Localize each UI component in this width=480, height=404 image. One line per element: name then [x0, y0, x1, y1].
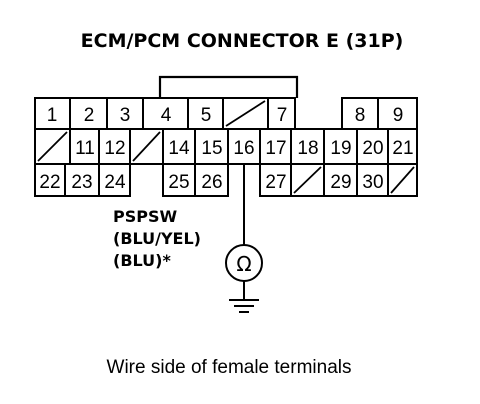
pin-1: 1 [47, 105, 58, 126]
unused-cavity-10 [37, 131, 68, 162]
pin-5: 5 [201, 105, 212, 126]
pin-21: 21 [392, 138, 413, 159]
unused-cavity-6 [225, 100, 266, 127]
diagram-caption: Wire side of female terminals [107, 357, 352, 378]
unused-cavity-31 [390, 166, 415, 194]
diagram-title: ECM/PCM CONNECTOR E (31P) [81, 30, 404, 52]
pin-2: 2 [84, 105, 95, 126]
pin-24: 24 [104, 172, 126, 193]
pin-25: 25 [168, 172, 189, 193]
pin-27: 27 [265, 172, 286, 193]
ohm-icon: Ω [236, 252, 251, 276]
wire-color-label: (BLU/YEL) [113, 229, 201, 248]
signal-name-label: PSPSW [113, 207, 178, 226]
pin-18: 18 [297, 138, 318, 159]
ground-icon [229, 299, 259, 313]
pin-7: 7 [277, 105, 288, 126]
pin-16: 16 [233, 138, 254, 159]
pin-30: 30 [362, 172, 383, 193]
pin-9: 9 [393, 105, 404, 126]
pin-20: 20 [362, 138, 383, 159]
pin-26: 26 [201, 172, 222, 193]
pin-14: 14 [168, 138, 190, 159]
connector-outline [34, 97, 418, 197]
unused-cavity-13 [132, 131, 161, 162]
pin-3: 3 [120, 105, 131, 126]
pin-15: 15 [201, 138, 222, 159]
pin-29: 29 [330, 172, 351, 193]
wire-color-alt-label: (BLU)* [113, 251, 171, 270]
unused-cavity-marks [37, 100, 415, 194]
pin-23: 23 [71, 172, 92, 193]
unused-cavity-28 [293, 166, 322, 194]
pin-12: 12 [104, 138, 125, 159]
pin-8: 8 [355, 105, 366, 126]
connector-latch [158, 75, 299, 98]
pin-11: 11 [75, 138, 95, 159]
pin-19: 19 [330, 138, 351, 159]
pin-4: 4 [161, 105, 172, 126]
pin-22: 22 [39, 172, 60, 193]
pin-17: 17 [265, 138, 286, 159]
